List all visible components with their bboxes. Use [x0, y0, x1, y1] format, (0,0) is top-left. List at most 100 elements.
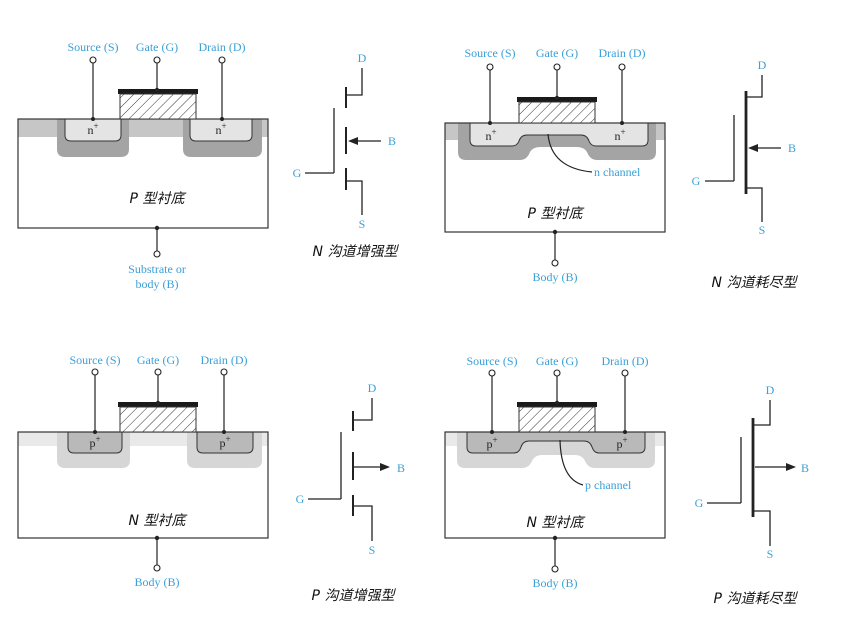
symbol-body-label: B: [397, 461, 405, 475]
source-contact-dot: [488, 121, 492, 125]
body-terminal-circle: [153, 564, 161, 572]
source-p-region: [67, 432, 123, 454]
symbol-drain-connection: [353, 398, 373, 421]
pmos-depletion-cross-section: Source (S) Gate (G) Drain (D) p+ p+ p ch…: [444, 354, 666, 590]
gate-oxide-hatch: [518, 101, 596, 124]
symbol-drain-label: D: [766, 383, 775, 397]
drain-region-label: p+: [219, 434, 230, 450]
drain-region-sup: +: [221, 121, 226, 131]
source-terminal-label: Source (S): [68, 40, 119, 54]
symbol-body-arrow: [748, 144, 758, 152]
drain-n-region: [189, 119, 253, 142]
gate-contact-dot: [554, 95, 560, 101]
substrate-label: N 型衬底: [129, 513, 188, 529]
symbol-gate-label: G: [695, 496, 704, 510]
caption: P 沟道耗尽型: [714, 591, 799, 607]
source-region-base: p: [486, 437, 492, 451]
source-region-sup: +: [95, 434, 100, 444]
symbol-source-label: S: [369, 543, 376, 557]
symbol-body-arrow: [786, 463, 796, 471]
body-label: Body (B): [135, 575, 180, 589]
source-region-label: n+: [87, 121, 98, 137]
drain-terminal-circle: [220, 368, 228, 376]
gate-terminal-label: Gate (G): [536, 354, 578, 368]
substrate-label: P 型衬底: [130, 191, 187, 207]
drain-contact-dot: [220, 117, 224, 121]
body-terminal-circle: [551, 259, 559, 267]
gate-oxide-hatch: [518, 406, 596, 433]
substrate-label: N 型衬底: [527, 515, 586, 531]
symbol-body-arrow: [380, 463, 390, 471]
drain-region-base: p: [219, 436, 225, 450]
symbol-body-arrow: [348, 137, 358, 145]
drain-contact-dot: [620, 121, 624, 125]
nmos-depletion-symbol: D B S G: [692, 58, 796, 237]
caption: P 沟道增强型: [312, 588, 397, 604]
symbol-source-connection: [346, 180, 363, 215]
substrate-label: P 型衬底: [528, 206, 585, 222]
source-contact-dot: [91, 117, 95, 121]
source-terminal-circle: [89, 56, 97, 64]
body-terminal-circle: [551, 565, 559, 573]
caption: N 沟道增强型: [313, 244, 400, 260]
gate-terminal-label: Gate (G): [536, 46, 578, 60]
source-region-label: n+: [485, 127, 496, 143]
gate-oxide-hatch: [119, 93, 197, 120]
source-terminal-circle: [486, 63, 494, 71]
gate-contact-dot: [154, 87, 160, 93]
source-terminal-circle: [91, 368, 99, 376]
drain-terminal-label: Drain (D): [599, 46, 646, 60]
gate-oxide-hatch: [119, 406, 197, 433]
gate-terminal-circle: [553, 63, 561, 71]
symbol-gate-label: G: [296, 492, 305, 506]
source-region-sup: +: [492, 435, 497, 445]
symbol-body-label: B: [801, 461, 809, 475]
source-terminal-circle: [488, 369, 496, 377]
source-region-base: n: [87, 123, 93, 137]
drain-p-region: [196, 432, 254, 454]
drain-terminal-label: Drain (D): [199, 40, 246, 54]
drain-contact-dot: [222, 430, 226, 434]
nmos-enhancement-cross-section: Source (S) Gate (G) Drain (D) n+ n+ P 型衬: [17, 40, 269, 291]
source-terminal-label: Source (S): [70, 353, 121, 367]
drain-terminal-label: Drain (D): [201, 353, 248, 367]
symbol-source-connection: [746, 187, 763, 222]
source-terminal-label: Source (S): [467, 354, 518, 368]
symbol-drain-connection: [753, 400, 771, 426]
body-label-line2: body (B): [136, 277, 179, 291]
symbol-source-label: S: [359, 217, 366, 231]
pmos-enhancement-diagram: Source (S) Gate (G) Drain (D) p+ p+ N 型衬: [17, 353, 405, 604]
drain-region-label: n+: [614, 127, 625, 143]
gate-contact-dot: [554, 400, 560, 406]
drain-terminal-circle: [618, 63, 626, 71]
source-region-base: n: [485, 129, 491, 143]
drain-region-sup: +: [622, 435, 627, 445]
gate-terminal-label: Gate (G): [137, 353, 179, 367]
symbol-body-label: B: [388, 134, 396, 148]
source-region-base: p: [89, 436, 95, 450]
channel-label: n channel: [594, 165, 641, 179]
n-regions-and-channel: [469, 123, 649, 147]
symbol-gate-label: G: [293, 166, 302, 180]
symbol-body-label: B: [788, 141, 796, 155]
channel-pointer-line: [547, 133, 593, 173]
drain-terminal-circle: [218, 56, 226, 64]
source-region-label: p+: [486, 435, 497, 451]
drain-region-base: n: [215, 123, 221, 137]
gate-terminal-circle: [153, 56, 161, 64]
source-n-region: [64, 119, 122, 142]
body-label: Body (B): [533, 270, 578, 284]
nmos-enhancement-diagram: Source (S) Gate (G) Drain (D) n+ n+ P 型衬: [17, 40, 400, 291]
source-region-sup: +: [491, 127, 496, 137]
drain-region-label: n+: [215, 121, 226, 137]
nmos-depletion-diagram: Source (S) Gate (G) Drain (D) n+ n+ n ch…: [444, 46, 798, 291]
drain-region-base: p: [616, 437, 622, 451]
nmos-enhancement-symbol: D B S G: [293, 51, 396, 231]
drain-terminal-circle: [621, 369, 629, 377]
pmos-depletion-symbol: D B S G: [695, 383, 809, 561]
symbol-source-label: S: [767, 547, 774, 561]
gate-contact-dot: [155, 400, 161, 406]
source-contact-dot: [490, 430, 494, 434]
symbol-source-connection: [753, 510, 771, 546]
drain-region-sup: +: [620, 127, 625, 137]
